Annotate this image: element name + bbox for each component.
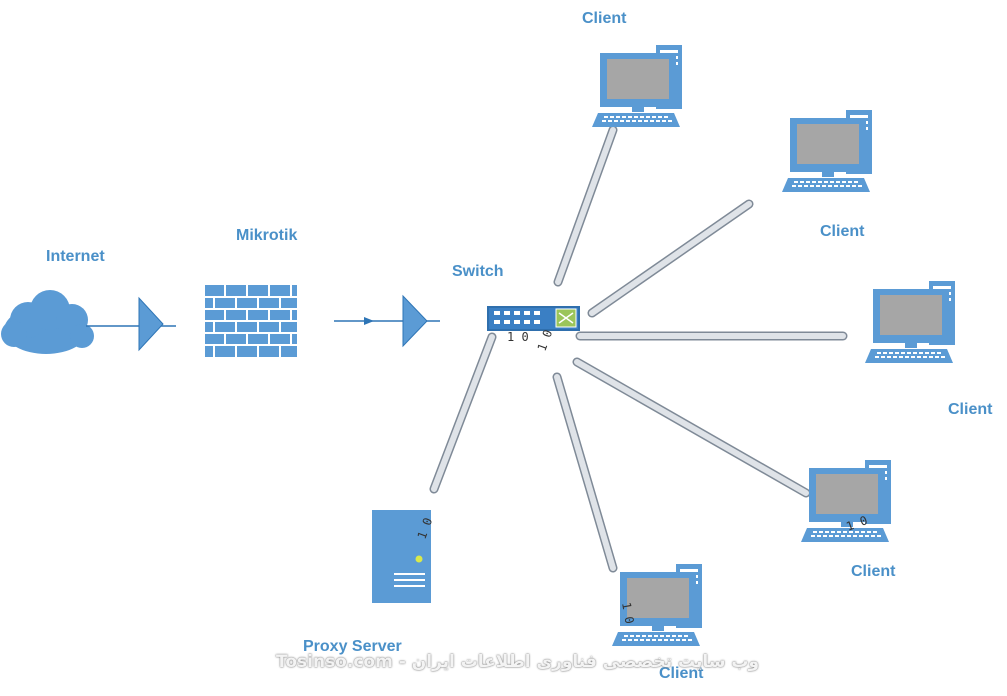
connector-icon — [138, 296, 164, 352]
label-client-bottom: Client — [659, 665, 704, 682]
label-client-right: Client — [948, 401, 993, 418]
port-mark: 1 0 — [415, 516, 436, 541]
desktop-computer-icon — [592, 45, 682, 127]
port-mark: 1 0 — [535, 328, 556, 353]
label-mikrotik: Mikrotik — [236, 227, 298, 244]
label-client-lower-right: Client — [851, 563, 896, 580]
port-mark: 1 0 — [507, 330, 529, 344]
desktop-computer-icon — [782, 110, 872, 192]
cables — [429, 125, 848, 573]
port-mark: 1 0 — [844, 513, 869, 534]
firewall-icon — [205, 285, 297, 357]
connector-icon — [402, 294, 428, 348]
desktop-computer-icon — [865, 281, 955, 363]
label-internet: Internet — [46, 248, 105, 265]
label-proxy-server: Proxy Server — [303, 638, 402, 655]
server-tower-icon — [372, 510, 431, 603]
label-client-top: Client — [582, 10, 627, 27]
label-switch: Switch — [452, 263, 504, 280]
watermark-text: Tosinso.com - وب سایت تخصصی فناوری اطلاع… — [276, 652, 760, 672]
desktop-computer-icon — [801, 460, 891, 542]
arrow-right-icon — [364, 317, 374, 325]
label-client-upper-right: Client — [820, 223, 865, 240]
port-mark: 1 0 — [619, 601, 637, 625]
network-switch-icon — [487, 306, 580, 331]
cloud-icon — [1, 290, 94, 354]
